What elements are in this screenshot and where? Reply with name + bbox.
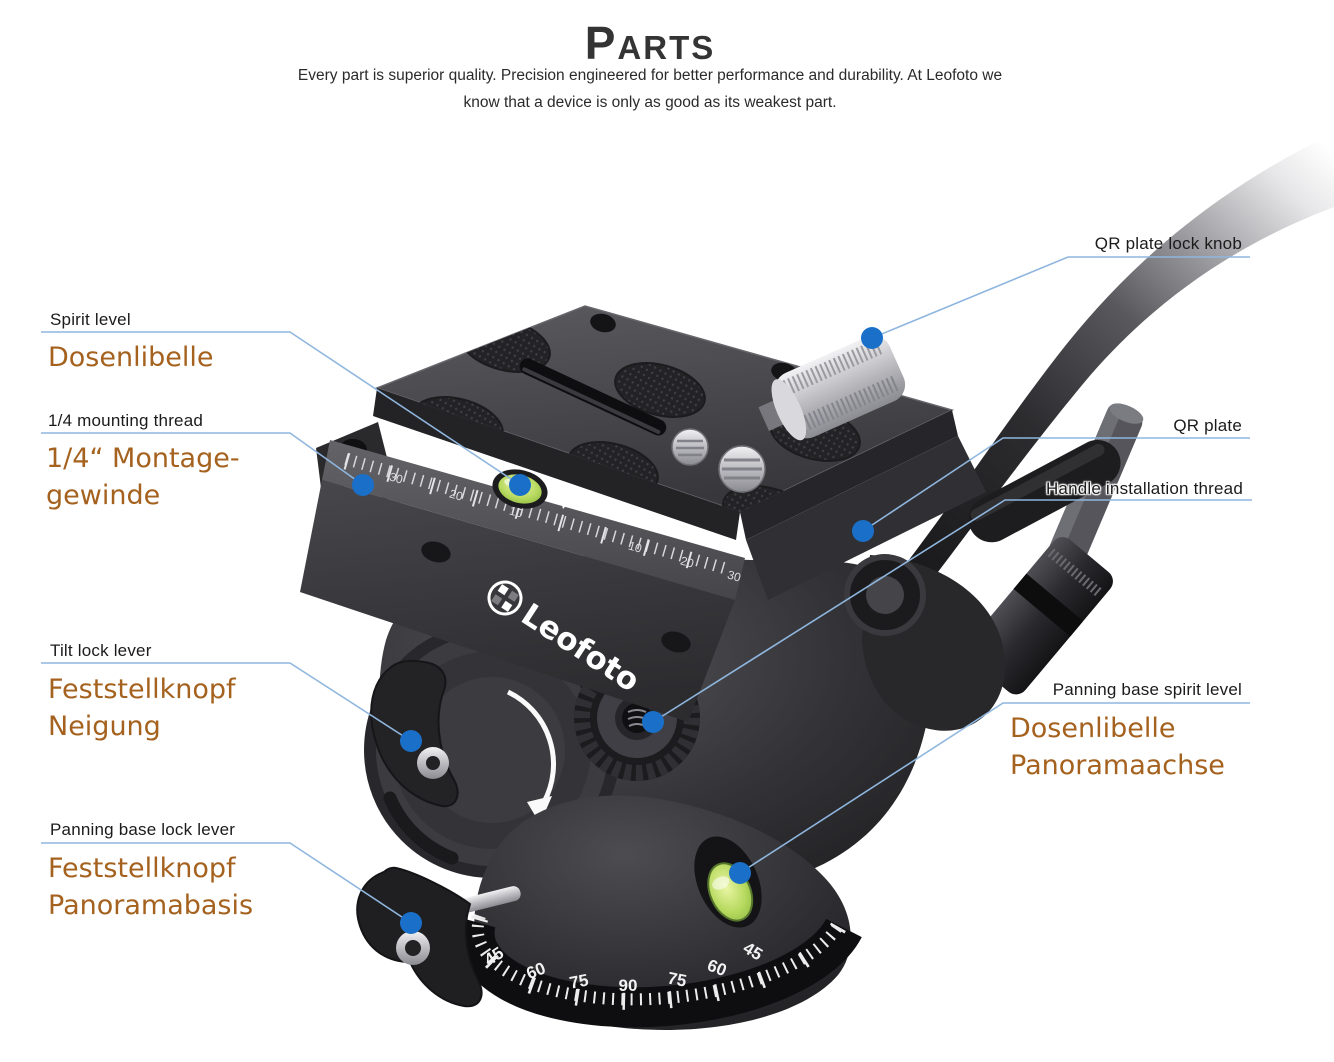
panning-base-lock-lever (356, 866, 483, 1008)
ruler-number: 30 (388, 470, 405, 487)
label-qr-knob-en: QR plate lock knob (1094, 234, 1242, 253)
pan-handle (905, 133, 1334, 585)
label-pan-lock-de-line1: Feststellknopf (48, 853, 236, 884)
callout-dots (352, 327, 883, 934)
callout-line-pan-lock (41, 842, 412, 924)
qr-plate (373, 305, 986, 600)
label-handle-thread-en: Handle installation thread (1045, 479, 1243, 498)
handle-wing-lever (968, 439, 1121, 543)
callout-dot-tilt-lock (400, 730, 422, 752)
subtitle-line1: Every part is superior quality. Precisio… (297, 67, 1003, 84)
label-pan-lock-en: Panning base lock lever (50, 820, 236, 839)
callout-dot-mounting-thread (352, 474, 374, 496)
label-spirit-level-de: Dosenlibelle (48, 342, 214, 373)
clamp-ruler: 30 20 10 10 20 30 (322, 440, 745, 600)
label-pan-spirit-de: Dosenlibelle Panoramaachse (1010, 710, 1225, 784)
label-qr-plate-en: QR plate (1173, 416, 1242, 435)
qr-clamp-assembly: 30 20 10 10 20 30 (300, 305, 986, 722)
label-tilt-lock-de-line2: Neigung (48, 711, 161, 742)
callout-line-tilt-lock (41, 662, 412, 742)
ruler-number: 30 (726, 568, 743, 585)
label-pan-spirit-de-line1: Dosenlibelle (1010, 713, 1176, 744)
callout-dot-pan-spirit (729, 862, 751, 884)
clamp-front-face: Leofoto (300, 480, 735, 722)
page-title-initial: P (584, 17, 618, 69)
label-tilt-lock-de: Feststellknopf Neigung (48, 671, 236, 745)
ruler-number: 20 (679, 554, 696, 571)
label-tilt-lock-de-line1: Feststellknopf (48, 674, 236, 705)
label-tilt-lock-en: Tilt lock lever (50, 641, 152, 660)
callout-dot-handle-thread (642, 711, 664, 733)
dial-number: 90 (619, 976, 638, 995)
callout-line-mounting-thread (41, 432, 364, 486)
dial-number: 75 (666, 968, 688, 990)
callout-line-pan-spirit (739, 702, 1250, 874)
plate-screw-small (671, 428, 709, 466)
plate-slot (519, 358, 667, 436)
callout-line-handle-thread (652, 499, 1252, 723)
page-title-rest: ARTS (617, 29, 716, 66)
label-spirit-level-en: Spirit level (50, 310, 131, 329)
callout-line-spirit-level (41, 331, 521, 486)
dial-number: 75 (568, 970, 590, 992)
label-pan-spirit-de-line2: Panoramaachse (1010, 750, 1225, 781)
ruler-number: 20 (448, 487, 465, 504)
label-mounting-thread-en: 1/4 mounting thread (48, 411, 204, 430)
callout-line-qr-knob (871, 256, 1250, 339)
label-pan-spirit-en: Panning base spirit level (1052, 680, 1242, 699)
subtitle-line2: know that a device is only as good as it… (463, 94, 837, 111)
page-subtitle: Every part is superior quality. Precisio… (298, 62, 1002, 116)
callout-dot-qr-plate (852, 520, 874, 542)
callout-lines (41, 256, 1252, 924)
label-mounting-thread-de-line1: 1/4“ Montage- (46, 443, 240, 474)
rotation-arrow (506, 689, 556, 824)
callout-line-qr-plate (862, 437, 1250, 532)
ruler-index-triangle (558, 489, 577, 509)
label-pan-lock-de: Feststellknopf Panoramabasis (48, 850, 253, 924)
plate-screw-large (718, 445, 766, 493)
label-mounting-thread-de: 1/4“ Montage- gewinde (46, 440, 240, 514)
callout-dot-spirit-level (509, 474, 531, 496)
ruler-number: 10 (627, 539, 644, 556)
label-mounting-thread-de-line2: gewinde (46, 480, 161, 511)
callout-dot-pan-lock (400, 912, 422, 934)
qr-plate-lock-knob (758, 335, 906, 441)
clamp-right-jaw (746, 436, 986, 600)
callout-dot-qr-knob (861, 327, 883, 349)
page-title: PARTS (585, 16, 716, 70)
label-pan-lock-de-line2: Panoramabasis (48, 890, 254, 921)
